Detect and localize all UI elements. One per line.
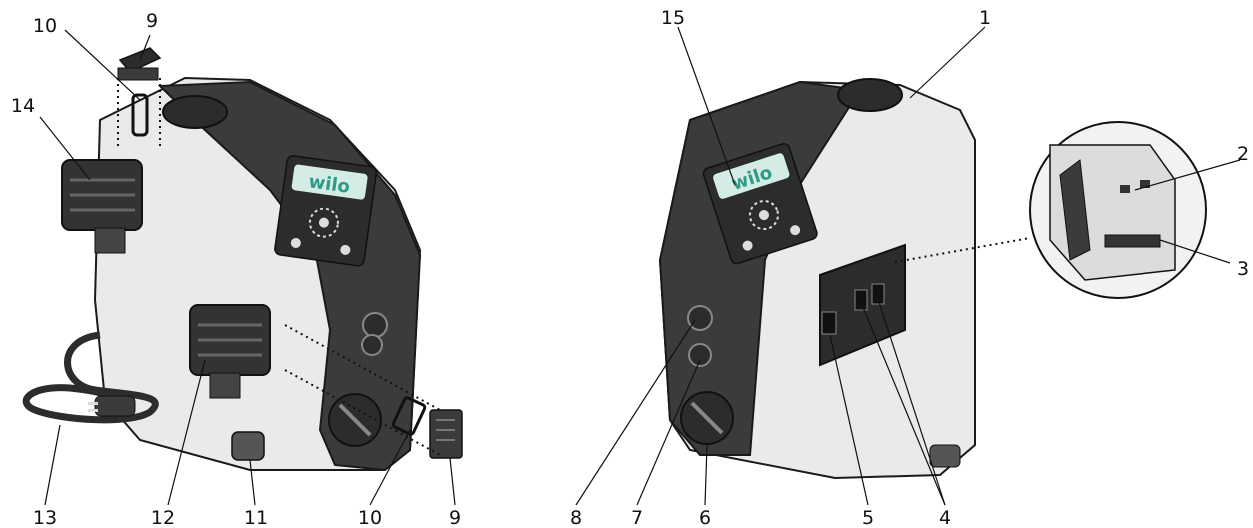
- right-foot: [929, 444, 961, 468]
- callout-numbers-right: 15 1 2 3 8 7 6 5 4: [570, 7, 1249, 528]
- left-power-plug: [88, 395, 136, 417]
- left-connector-lower: [189, 304, 271, 399]
- left-top-seal: [131, 93, 149, 137]
- callout-11: 11: [244, 507, 268, 528]
- left-side-cap-part: [429, 409, 463, 459]
- callout-14: 14: [11, 95, 35, 117]
- right-control-panel: wilo: [702, 142, 818, 265]
- callout-5: 5: [862, 507, 874, 528]
- callout-2: 2: [1237, 143, 1249, 165]
- left-port-upper: [362, 312, 388, 338]
- left-control-panel: wilo: [274, 155, 378, 267]
- right-pump: wilo: [658, 78, 1207, 480]
- callout-12: 12: [151, 507, 175, 528]
- left-power-cable: [22, 331, 159, 424]
- callout-9-top: 9: [146, 10, 158, 32]
- left-side-seal: [391, 396, 427, 436]
- right-dotted-detail: [894, 237, 1031, 263]
- callout-3: 3: [1237, 258, 1249, 280]
- left-foot: [231, 431, 265, 461]
- right-port-lower: [688, 343, 712, 367]
- callout-6: 6: [699, 507, 711, 528]
- right-port-upper: [687, 305, 713, 331]
- leader-lines: [39, 26, 1241, 506]
- callout-8: 8: [570, 507, 582, 528]
- callout-4: 4: [939, 507, 951, 528]
- callout-9-bottom: 9: [449, 507, 461, 528]
- left-top-cap-part: [117, 47, 162, 81]
- left-port-lower: [361, 334, 383, 356]
- right-fill-cap: [837, 78, 903, 112]
- callout-15: 15: [661, 7, 685, 29]
- left-connector-upper: [61, 159, 143, 254]
- callout-13: 13: [33, 507, 57, 528]
- callout-10-top: 10: [33, 15, 57, 37]
- callout-7: 7: [631, 507, 643, 528]
- callout-numbers-left: 9 10 14 13 12 11 10 9: [11, 10, 461, 528]
- right-detail-inset: [1029, 121, 1207, 299]
- callout-1: 1: [979, 7, 991, 29]
- left-pump: wilo: [22, 47, 463, 472]
- left-fill-cap: [162, 95, 228, 129]
- callout-10-bottom: 10: [358, 507, 382, 528]
